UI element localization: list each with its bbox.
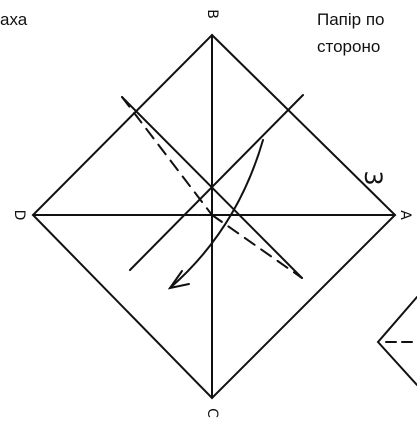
fold-direction-arrow — [169, 139, 264, 289]
arrow-head — [167, 270, 190, 290]
corner-label-d: D — [11, 210, 27, 221]
corner-label-b: B — [204, 9, 220, 19]
text-fragment-right-line1: Папір по — [317, 10, 385, 29]
corner-label-a: A — [397, 210, 413, 220]
fold-line-lower-left — [129, 94, 304, 271]
corner-label-c: C — [204, 408, 220, 418]
text-fragment-left: аха — [0, 10, 28, 29]
text-fragment-right-line2: стороно — [317, 37, 381, 56]
next-step-diagram-fragment — [376, 296, 417, 386]
dashed-fold-lower-right — [211, 214, 303, 279]
dashed-fold-upper-left — [121, 96, 213, 216]
step-number-label: 3 — [359, 170, 387, 185]
